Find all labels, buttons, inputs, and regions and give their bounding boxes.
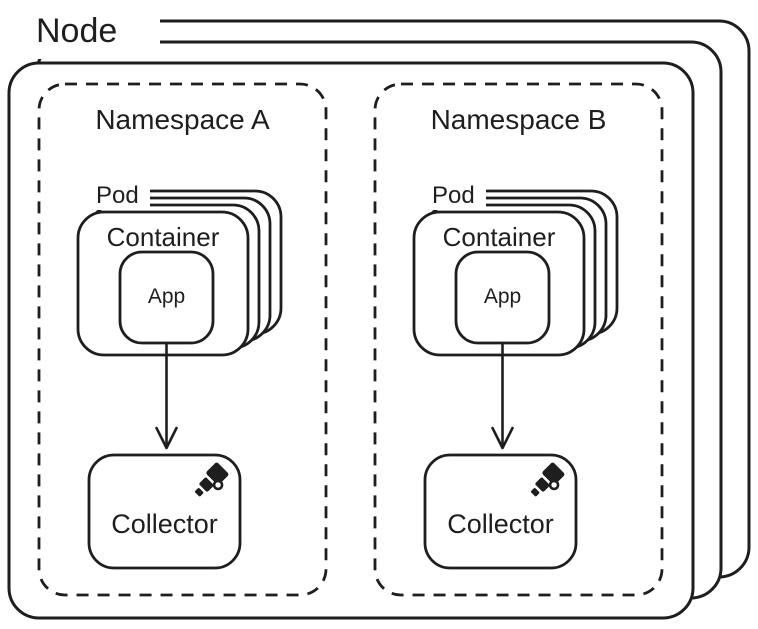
namespace-a-label: Namespace A [95,104,270,135]
pod-a-label: Pod [86,184,150,210]
collector-b-label: Collector [447,509,554,539]
pod-b-label: Pod [422,184,486,210]
container-a-label: Container [106,222,220,252]
app-b-label: App [483,285,522,308]
telescope-icon [195,462,229,497]
collector-a-label: Collector [111,509,218,539]
arrow-b-head [491,426,514,450]
namespace-b-label: Namespace B [430,104,607,135]
namespace-a-box [37,82,328,597]
arrow-a-head [155,426,178,450]
container-b-label: Container [442,222,556,252]
telescope-icon [531,462,565,497]
app-a-label: App [147,285,186,308]
node-label: Node [22,3,160,59]
namespace-b-box [373,82,664,597]
